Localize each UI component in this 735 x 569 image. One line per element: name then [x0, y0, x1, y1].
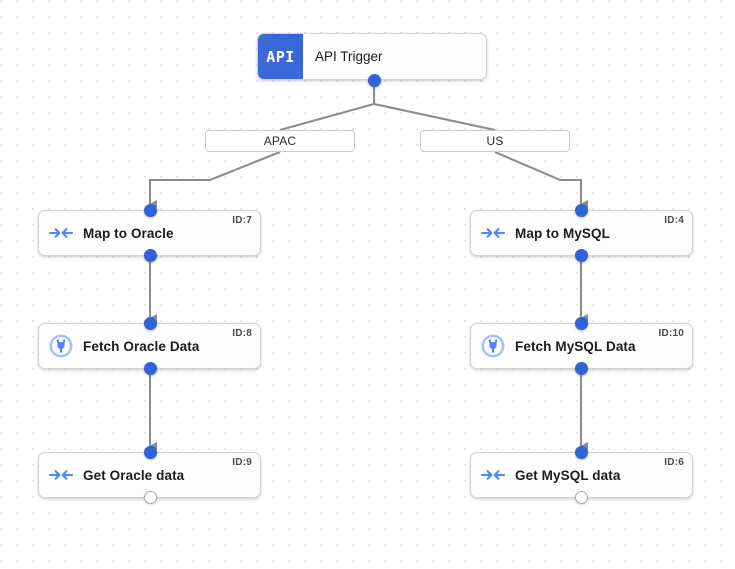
plug-circle-icon: [39, 334, 83, 358]
node-title: Fetch MySQL Data: [515, 338, 636, 354]
port-out-fetch-mysql-data[interactable]: [575, 362, 588, 375]
port-in-get-mysql-data[interactable]: [575, 446, 588, 459]
node-title: Map to MySQL: [515, 225, 610, 241]
node-id-label: ID:4: [664, 215, 684, 226]
node-title: Map to Oracle: [83, 225, 174, 241]
port-in-map-to-mysql[interactable]: [575, 204, 588, 217]
node-id-label: ID:9: [232, 457, 252, 468]
port-out-map-to-oracle[interactable]: [144, 249, 157, 262]
arrows-converge-icon: [39, 224, 83, 242]
port-in-fetch-mysql-data[interactable]: [575, 317, 588, 330]
edge-trigger-to-us: [372, 86, 496, 132]
port-out-map-to-mysql[interactable]: [575, 249, 588, 262]
port-out-get-oracle-data[interactable]: [144, 491, 157, 504]
arrows-converge-icon: [39, 466, 83, 484]
node-id-label: ID:7: [232, 215, 252, 226]
node-fetch-oracle-data[interactable]: Fetch Oracle Data ID:8: [38, 323, 261, 369]
api-badge-icon: API: [258, 34, 303, 79]
port-in-get-oracle-data[interactable]: [144, 446, 157, 459]
branch-label-us[interactable]: US: [420, 130, 570, 152]
port-in-fetch-oracle-data[interactable]: [144, 317, 157, 330]
plug-circle-icon: [471, 334, 515, 358]
edge-apac-to-map-oracle: [148, 151, 281, 209]
arrows-converge-icon: [471, 466, 515, 484]
node-id-label: ID:6: [664, 457, 684, 468]
port-out-api-trigger[interactable]: [368, 74, 381, 87]
node-title: Fetch Oracle Data: [83, 338, 200, 354]
node-api-trigger[interactable]: API API Trigger: [257, 33, 487, 80]
port-out-fetch-oracle-data[interactable]: [144, 362, 157, 375]
port-in-map-to-oracle[interactable]: [144, 204, 157, 217]
branch-label-apac[interactable]: APAC: [205, 130, 355, 152]
node-title: Get MySQL data: [515, 467, 621, 483]
node-title: API Trigger: [315, 49, 383, 64]
arrows-converge-icon: [471, 224, 515, 242]
port-out-get-mysql-data[interactable]: [575, 491, 588, 504]
node-id-label: ID:8: [232, 328, 252, 339]
node-fetch-mysql-data[interactable]: Fetch MySQL Data ID:10: [470, 323, 693, 369]
edge-us-to-map-mysql: [494, 151, 589, 209]
node-title: Get Oracle data: [83, 467, 185, 483]
edge-trigger-to-apac: [279, 86, 376, 132]
node-get-oracle-data[interactable]: Get Oracle data ID:9: [38, 452, 261, 498]
node-id-label: ID:10: [658, 328, 684, 339]
